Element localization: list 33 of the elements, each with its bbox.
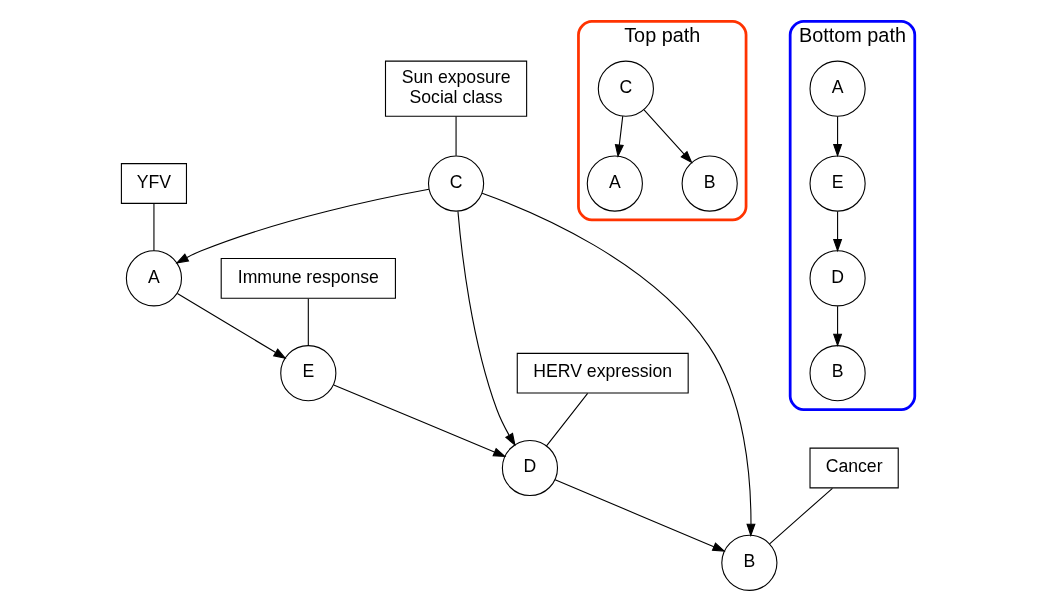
node-circle: C	[597, 60, 654, 117]
connector	[768, 487, 833, 545]
node-circle: A	[586, 155, 643, 212]
arrow	[481, 192, 756, 537]
node-box: Cancer	[808, 447, 899, 489]
connector	[455, 116, 457, 157]
node-circle: C	[427, 155, 484, 212]
node-box: Immune response	[220, 257, 396, 299]
arrow	[832, 305, 842, 347]
node-circle: D	[808, 250, 866, 307]
node-circle: E	[279, 345, 336, 402]
arrow	[332, 384, 506, 458]
arrow	[456, 210, 516, 447]
node-circle: D	[501, 439, 558, 497]
connector	[307, 298, 309, 347]
arrow	[832, 210, 842, 253]
node-box: YFV	[120, 163, 187, 204]
connector	[545, 392, 588, 447]
arrow	[554, 479, 726, 552]
node-circle: A	[125, 250, 182, 307]
arrow	[175, 188, 429, 264]
arrow	[614, 115, 624, 158]
node-circle: A	[808, 60, 866, 117]
node-box: Sun exposure Social class	[384, 60, 527, 117]
connector	[152, 203, 154, 252]
node-circle: B	[808, 345, 866, 402]
node-box: HERV expression	[516, 352, 689, 394]
arrow	[832, 116, 842, 158]
node-circle: B	[720, 534, 777, 591]
arrow	[643, 109, 693, 164]
arrow	[176, 292, 287, 360]
node-circle: E	[808, 155, 866, 212]
node-circle: B	[681, 155, 738, 212]
